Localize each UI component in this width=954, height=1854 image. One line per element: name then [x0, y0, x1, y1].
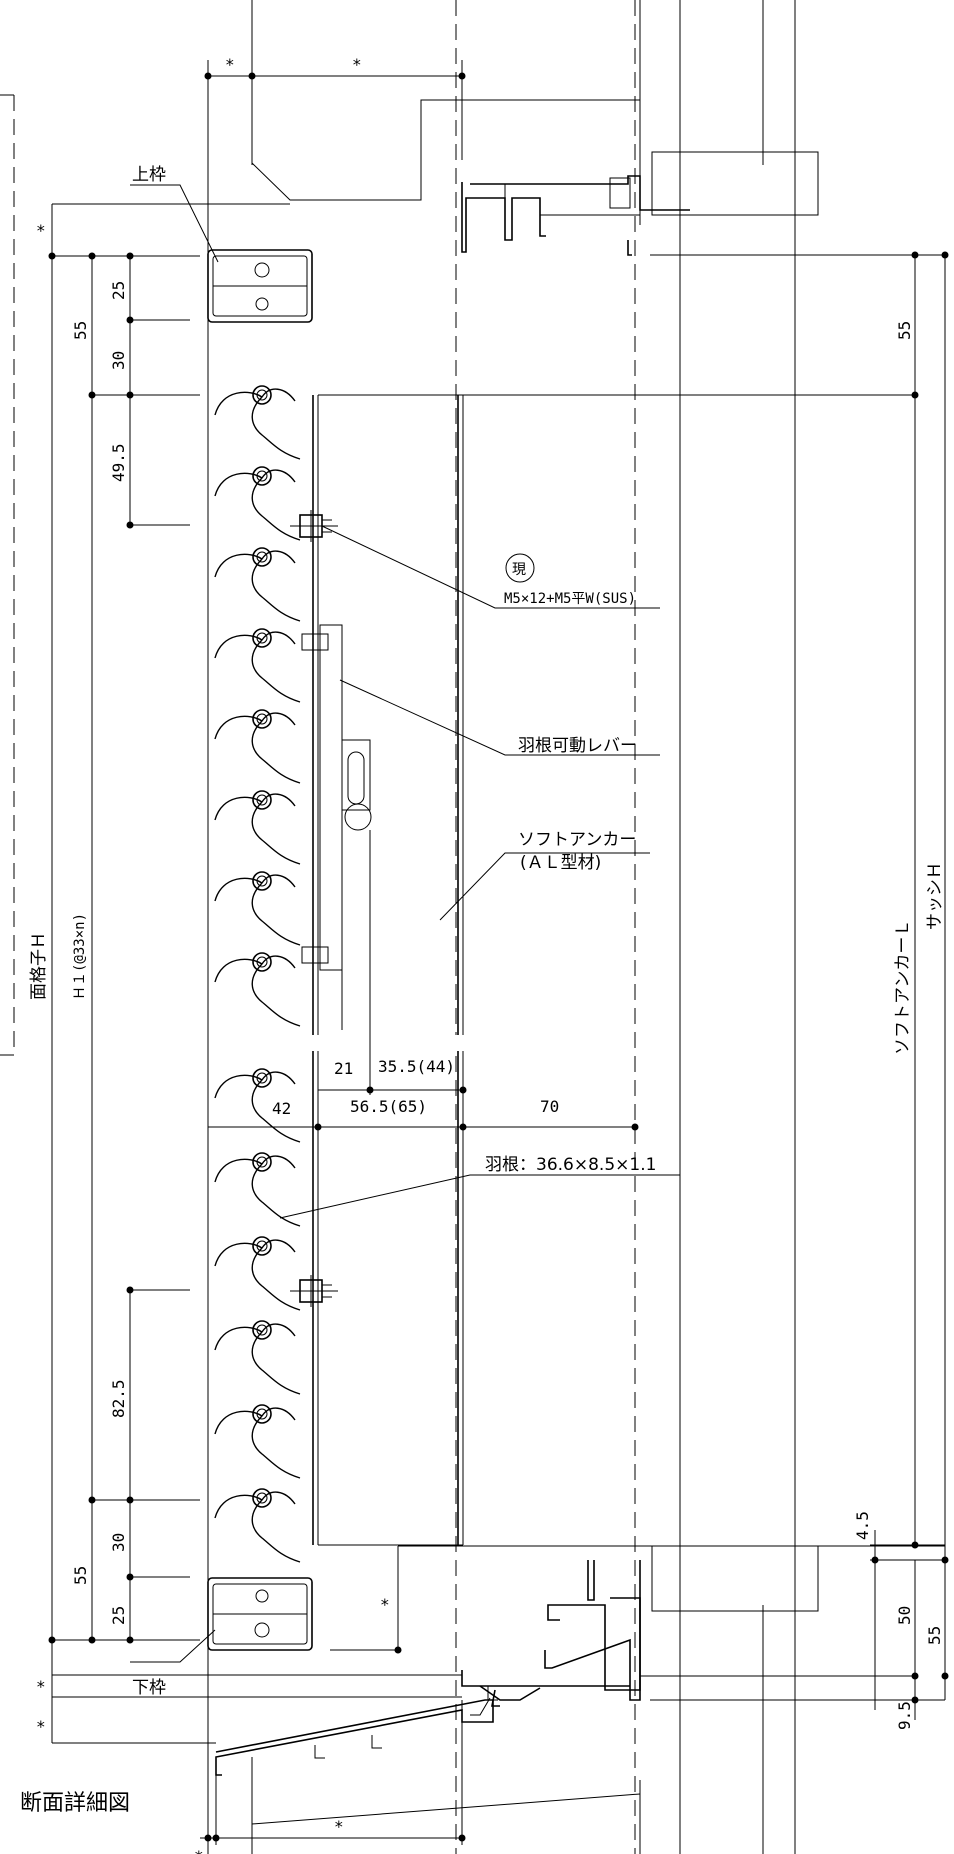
louvre-blades	[214, 385, 301, 1563]
top-frame-section	[207, 249, 313, 323]
blade-profile	[214, 1488, 301, 1563]
dim-right-50: 50	[895, 1606, 914, 1625]
dim-21: 21	[334, 1059, 353, 1078]
bolt-lower	[290, 1275, 338, 1307]
dim-star-left-top: *	[36, 221, 46, 240]
leader-lines	[130, 184, 680, 1663]
dimension-lines	[51, 60, 946, 1854]
label-blade-spec: 羽根：36.6×8.5×1.1	[485, 1155, 656, 1175]
break-lines	[200, 1035, 470, 1051]
dim-right-4-5: 4.5	[853, 1511, 872, 1540]
dim-star-bottom-right: *	[334, 1817, 344, 1836]
blade-profile	[214, 952, 301, 1027]
dim-star-bottom-left: *	[194, 1847, 204, 1854]
dim-right-9-5: 9.5	[895, 1701, 914, 1730]
dim-42: 42	[272, 1099, 291, 1118]
dim-bottom-30: 30	[109, 1533, 128, 1552]
label-lattice-h: 面格子Ｈ	[29, 932, 49, 1000]
dim-bottom-82-5: 82.5	[109, 1379, 128, 1418]
dim-star-top-right: *	[352, 55, 362, 74]
label-soft-anchor: ソフトアンカー	[518, 830, 636, 850]
blade-profile	[214, 628, 301, 703]
annotation-text: 上枠 下枠 現 M5×12+M5平W(SUS) 羽根可動レバー ソフトアンカー …	[20, 55, 945, 1854]
dim-star-top-left: *	[225, 55, 235, 74]
lattice-rail	[312, 394, 464, 1546]
dim-bottom-25: 25	[109, 1606, 128, 1625]
blade-profile	[214, 385, 301, 460]
blade-profile	[214, 1068, 301, 1143]
blade-profile	[214, 790, 301, 865]
dim-top-25: 25	[109, 281, 128, 300]
dim-top-55: 55	[71, 321, 90, 340]
dim-right-55-top: 55	[895, 321, 914, 340]
dim-star-sill: *	[380, 1595, 390, 1614]
building-structure	[215, 0, 945, 1854]
dim-star-left-bottom-1: *	[36, 1677, 46, 1696]
blade-profile	[214, 1320, 301, 1395]
label-screw-spec: M5×12+M5平W(SUS)	[504, 591, 636, 607]
blade-profile	[214, 871, 301, 946]
label-blade-lever: 羽根可動レバー	[518, 736, 637, 756]
label-top-frame: 上枠	[132, 165, 166, 185]
label-anchor-l: ソフトアンカーＬ	[893, 920, 913, 1055]
blade-profile	[214, 1236, 301, 1311]
label-field-mark: 現	[512, 562, 526, 578]
blade-lever	[301, 624, 372, 1030]
label-sash-h: サッシＨ	[925, 862, 945, 930]
dim-56-5: 56.5(65)	[350, 1097, 427, 1116]
drawing-title: 断面詳細図	[20, 1791, 130, 1816]
dimension-dots	[48, 72, 949, 1842]
bottom-frame-section	[207, 1577, 313, 1651]
dim-top-49-5: 49.5	[109, 443, 128, 482]
bolt-upper	[290, 510, 338, 542]
dim-top-30: 30	[109, 351, 128, 370]
blade-profile	[214, 1152, 301, 1227]
blade-profile	[214, 709, 301, 784]
dim-star-left-bottom-2: *	[36, 1717, 46, 1736]
label-bottom-frame: 下枠	[132, 1678, 166, 1698]
blade-profile	[214, 1404, 301, 1479]
label-h1: Ｈ１(@33×n)	[72, 913, 88, 1000]
dim-bottom-55: 55	[71, 1566, 90, 1585]
dim-35-5: 35.5(44)	[378, 1057, 455, 1076]
dim-70: 70	[540, 1097, 559, 1116]
label-al-profile: (ＡＬ型材)	[520, 853, 601, 873]
blade-profile	[214, 466, 301, 541]
blade-profile	[214, 547, 301, 622]
dim-right-55-bottom: 55	[925, 1626, 944, 1645]
